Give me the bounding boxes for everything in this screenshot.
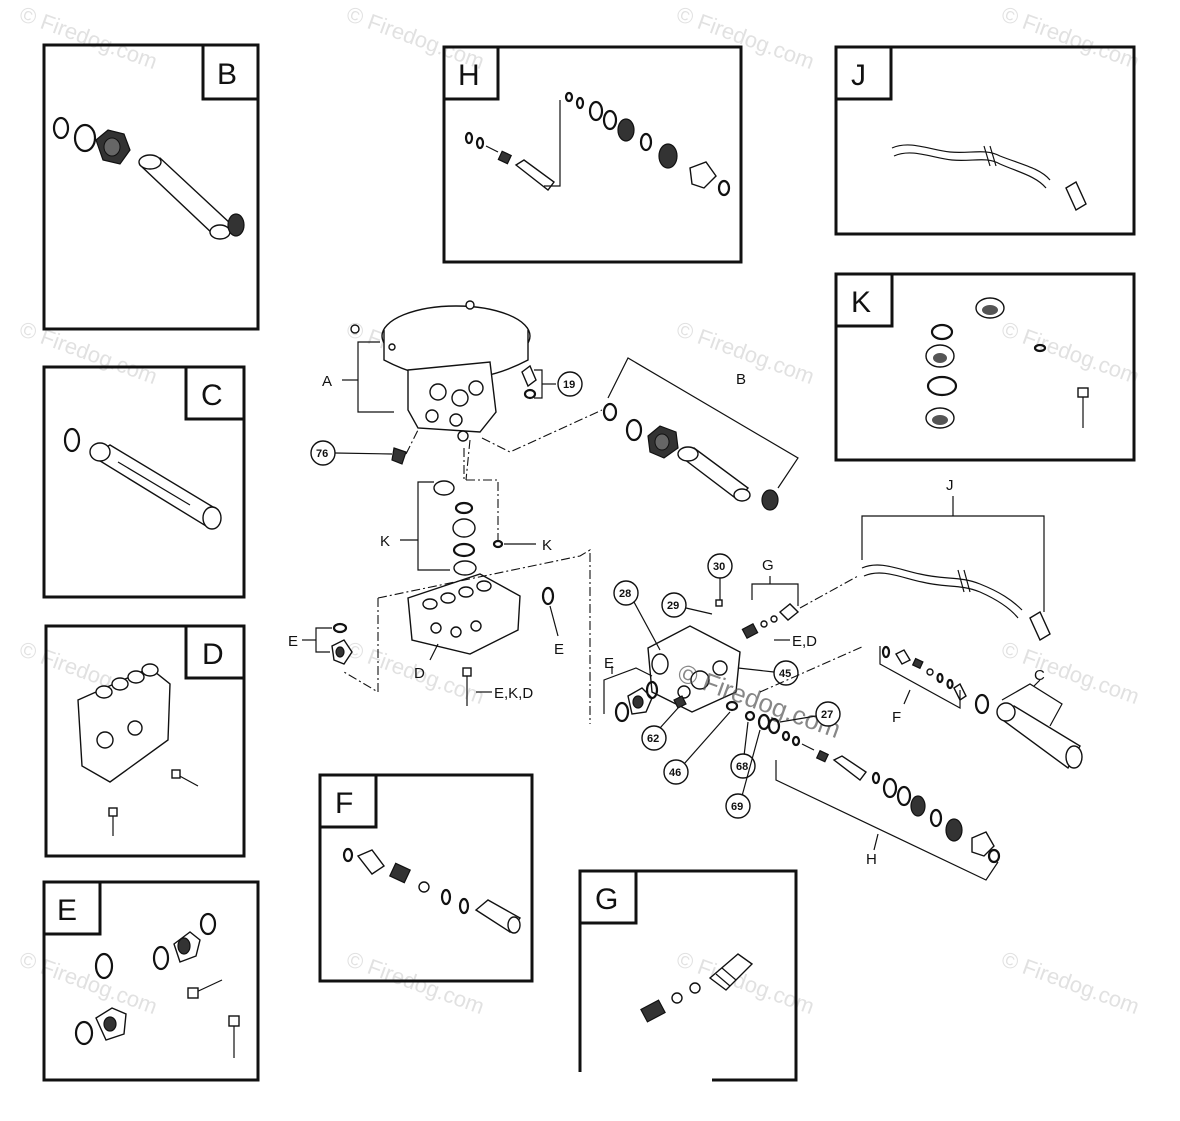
callout-29: 29: [667, 600, 679, 612]
pump-head-assembly: [350, 300, 531, 442]
callout-27: 27: [821, 709, 833, 721]
label-c: C: [1034, 667, 1045, 684]
label-e-d: E,D: [792, 633, 817, 650]
detail-box-j: J: [834, 45, 1136, 236]
box-letter-h: H: [458, 59, 480, 92]
callouts-right: 30 28 29 45: [613, 553, 799, 686]
detail-box-e: E: [42, 880, 260, 1082]
box-letter-j: J: [851, 59, 866, 92]
detail-box-h: H: [442, 45, 743, 264]
assembly-g: G E,D: [741, 557, 859, 650]
detail-box-g: G: [578, 869, 798, 1082]
detail-box-k: K: [834, 272, 1136, 462]
assembly-f: F: [759, 645, 967, 726]
callout-30: 30: [713, 561, 725, 573]
assembly-h: H: [775, 730, 1001, 881]
box-letter-k: K: [851, 286, 871, 319]
detail-box-b: B: [42, 43, 260, 331]
watermark: © Firedog.com: [16, 1, 160, 74]
box-letter-f: F: [335, 787, 353, 820]
manifold-d: E D E,K,D: [343, 549, 591, 724]
label-h: H: [866, 851, 877, 868]
callout-62: 62: [647, 733, 659, 745]
assembly-e-left: E: [288, 622, 353, 665]
watermark: © Firedog.com: [16, 316, 160, 389]
watermark: © Firedog.com: [673, 1, 817, 74]
label-k-1: K: [380, 533, 390, 550]
detail-box-c: C: [42, 365, 246, 599]
box-letter-e: E: [57, 894, 77, 927]
label-f: F: [892, 709, 901, 726]
detail-box-f: F: [318, 773, 534, 983]
callout-76: 76: [316, 448, 328, 460]
box-letter-b: B: [217, 58, 237, 91]
label-j: J: [946, 477, 954, 494]
callout-28: 28: [619, 588, 631, 600]
part-76: 76: [310, 429, 419, 466]
label-k-2: K: [542, 537, 552, 554]
label-g: G: [762, 557, 774, 574]
label-a: A: [322, 373, 332, 390]
assembly-j: J: [861, 477, 1051, 642]
label-e-right-ring: E: [554, 641, 564, 658]
watermark: © Firedog.com: [343, 946, 487, 1019]
part-19: 19: [521, 364, 583, 400]
callout-19: 19: [563, 379, 575, 391]
box-letter-g: G: [595, 883, 618, 916]
box-letter-c: C: [201, 379, 223, 412]
watermark: © Firedog.com: [998, 1, 1142, 74]
callout-68: 68: [736, 761, 748, 773]
watermark: © Firedog.com: [998, 636, 1142, 709]
assembly-c: C: [974, 667, 1083, 770]
callout-46: 46: [669, 767, 681, 779]
valve-body: [647, 625, 741, 713]
box-letter-d: D: [202, 638, 224, 671]
watermark: © Firedog.com: [998, 946, 1142, 1019]
assembly-e-right: E: [603, 655, 659, 723]
watermark: © Firedog.com: [16, 946, 160, 1019]
callout-69: 69: [731, 801, 743, 813]
label-e-left: E: [288, 633, 298, 650]
assembly-k: K K: [380, 448, 552, 576]
callout-45: 45: [779, 668, 791, 680]
label-b: B: [736, 371, 746, 388]
label-ekd: E,K,D: [494, 685, 533, 702]
detail-box-d: D: [44, 624, 246, 858]
watermark: © Firedog.com: [998, 316, 1142, 389]
label-e-right: E: [604, 655, 614, 672]
assembly-b: B: [481, 357, 799, 511]
label-d: D: [414, 665, 425, 682]
callouts-bottom: 62 46 68 69 27: [641, 695, 841, 819]
